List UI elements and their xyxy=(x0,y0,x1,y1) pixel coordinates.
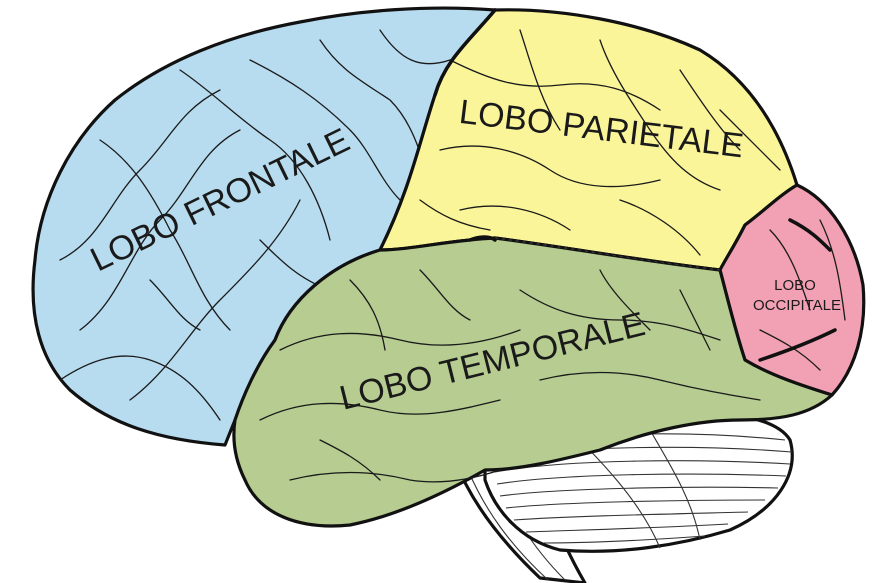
temporal-gyri xyxy=(259,269,761,483)
parietal-temporal-border xyxy=(494,237,721,271)
occipital-sulcus xyxy=(758,328,837,362)
label-occipital-lobe-line1: LOBO xyxy=(774,277,816,294)
central-sulcus xyxy=(433,8,497,97)
parietal-gyri xyxy=(419,29,781,256)
lateral-sulcus-start xyxy=(468,235,497,242)
label-occipital-lobe-line2: OCCIPITALE xyxy=(753,297,841,314)
occipital-notch xyxy=(788,218,832,252)
occipital-gyri xyxy=(759,219,846,371)
temporal-lobe xyxy=(232,236,834,528)
cerebellum-folia xyxy=(494,411,793,549)
frontal-gyri xyxy=(59,29,451,421)
